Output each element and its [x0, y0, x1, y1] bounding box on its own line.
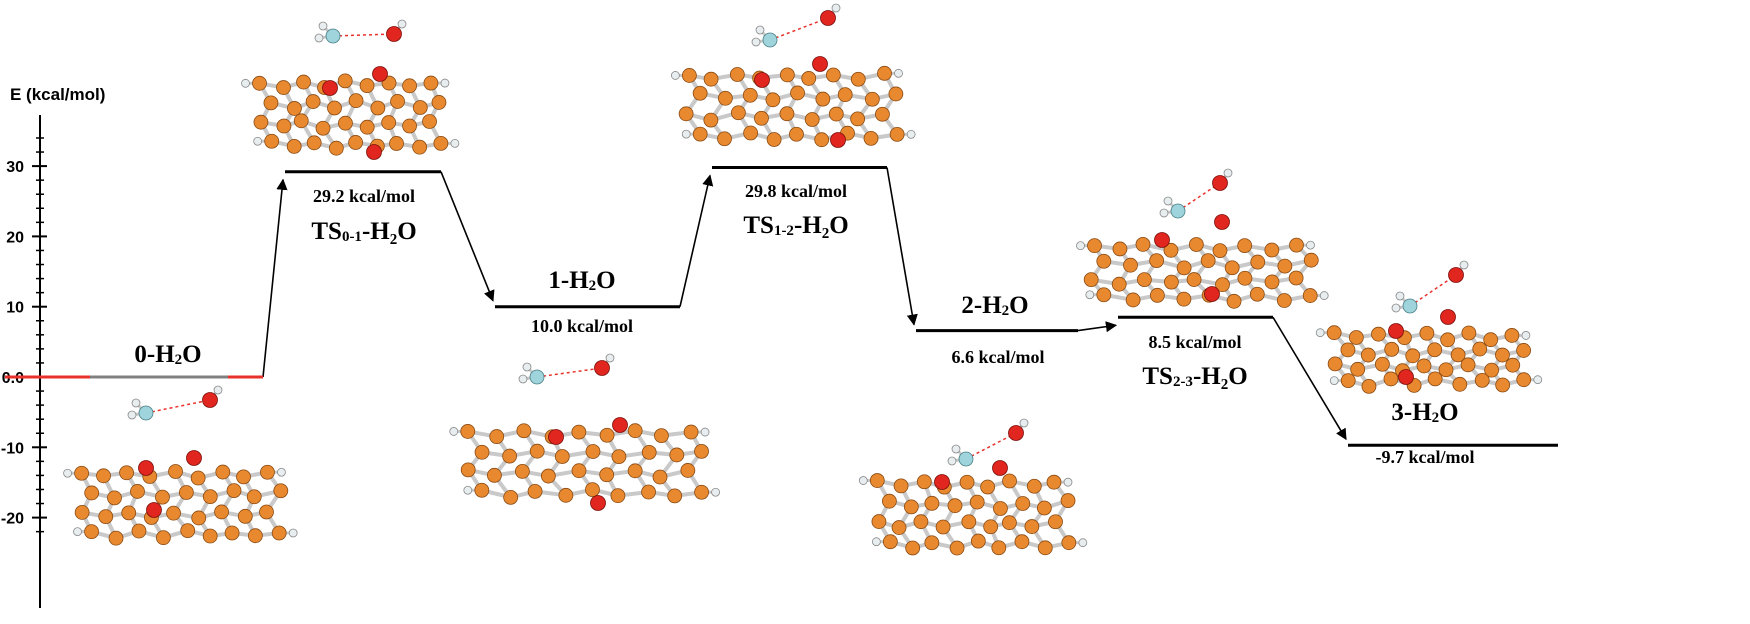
molecule-1-h2o [449, 417, 720, 511]
y-tick-label: 20 [6, 229, 24, 246]
y-axis-title: E (kcal/mol) [10, 85, 105, 104]
state-name-label: TS2-3-H₂O [1142, 363, 1247, 390]
state-name-label: 1-H2O [548, 267, 615, 294]
y-tick-label: 10 [6, 300, 24, 317]
water-ts23-h2o [1159, 168, 1233, 219]
reaction-path-arrows [262, 167, 1347, 441]
state-name-label: TS0-1-H₂O [311, 218, 416, 245]
reaction-arrow [1272, 316, 1347, 441]
y-tick-label: -20 [1, 511, 24, 528]
water-2-h2o [947, 418, 1029, 467]
molecule-2-h2o [858, 460, 1088, 556]
molecule-0-h2o [63, 450, 298, 546]
reaction-arrow [262, 178, 288, 378]
state-name-label: TS1-2-H₂O [743, 212, 848, 239]
molecule-structures [63, 3, 1543, 556]
state-energy-label: -9.7 kcal/mol [1376, 447, 1475, 467]
state-name-label: 2-H2O [961, 292, 1028, 319]
state-energy-label: 6.6 kcal/mol [952, 347, 1045, 367]
reaction-arrow [679, 174, 714, 307]
water-0-h2o [127, 385, 223, 421]
y-axis-ticks: 3020100.0-10-20 [1, 137, 47, 533]
state-labels: 0-H2O TS0-1-H₂O 29.2 kcal/mol 1-H2O 10.0 kca… [134, 181, 1474, 467]
molecule-ts12-h2o [670, 56, 916, 148]
water-1-h2o [518, 353, 615, 385]
water-3-h2o [1391, 260, 1469, 314]
state-energy-label: 29.8 kcal/mol [745, 181, 847, 201]
y-axis: E (kcal/mol) 3020100.0-10-20 [1, 85, 105, 608]
y-tick-label: -10 [1, 440, 24, 457]
state-name-label: 0-H2O [134, 341, 201, 368]
state-energy-label: 8.5 kcal/mol [1149, 332, 1242, 352]
molecule-ts23-h2o [1076, 214, 1329, 309]
reaction-arrow [440, 171, 495, 302]
y-tick-label: 30 [6, 159, 24, 176]
water-ts12-h2o [751, 3, 841, 48]
state-energy-label: 29.2 kcal/mol [313, 186, 415, 206]
water-ts01-h2o [314, 19, 407, 44]
energy-levels [5, 166, 1558, 447]
molecule-3-h2o [1315, 309, 1543, 394]
molecule-ts01-h2o [241, 66, 460, 160]
reaction-arrow [886, 167, 918, 326]
state-name-label: 3-H2O [1391, 399, 1458, 426]
state-energy-label: 10.0 kcal/mol [531, 316, 633, 336]
reaction-arrow [1077, 321, 1118, 333]
